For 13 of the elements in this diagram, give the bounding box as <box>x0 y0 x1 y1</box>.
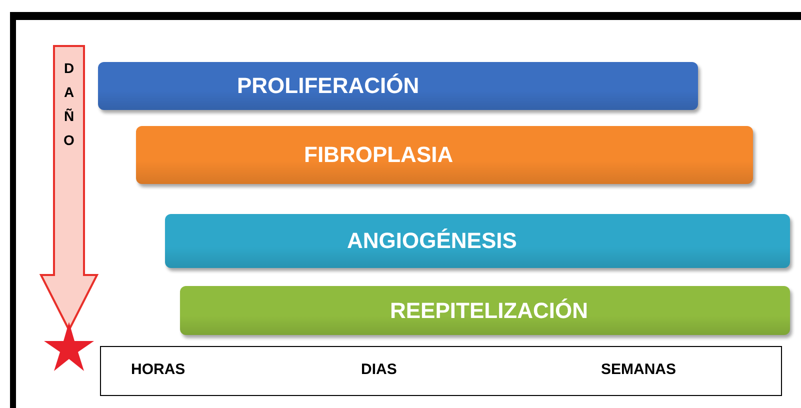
stage-name: PROLIFERACIÓN <box>237 73 420 99</box>
time-label: SEMANAS <box>601 361 676 378</box>
time-label: DIAS <box>361 361 397 378</box>
stage-name: FIBROPLASIA <box>304 142 454 168</box>
stage-name: ANGIOGÉNESIS <box>347 228 517 254</box>
stage-name: REEPITELIZACIÓN <box>390 298 588 324</box>
damage-label: DAÑO <box>63 59 75 150</box>
time-label: HORAS <box>131 361 186 378</box>
stage-bar <box>180 286 790 335</box>
stage-bar <box>136 126 753 184</box>
stage-bar <box>165 214 790 268</box>
timeline-scale <box>100 346 782 396</box>
stage-bar <box>98 62 698 110</box>
